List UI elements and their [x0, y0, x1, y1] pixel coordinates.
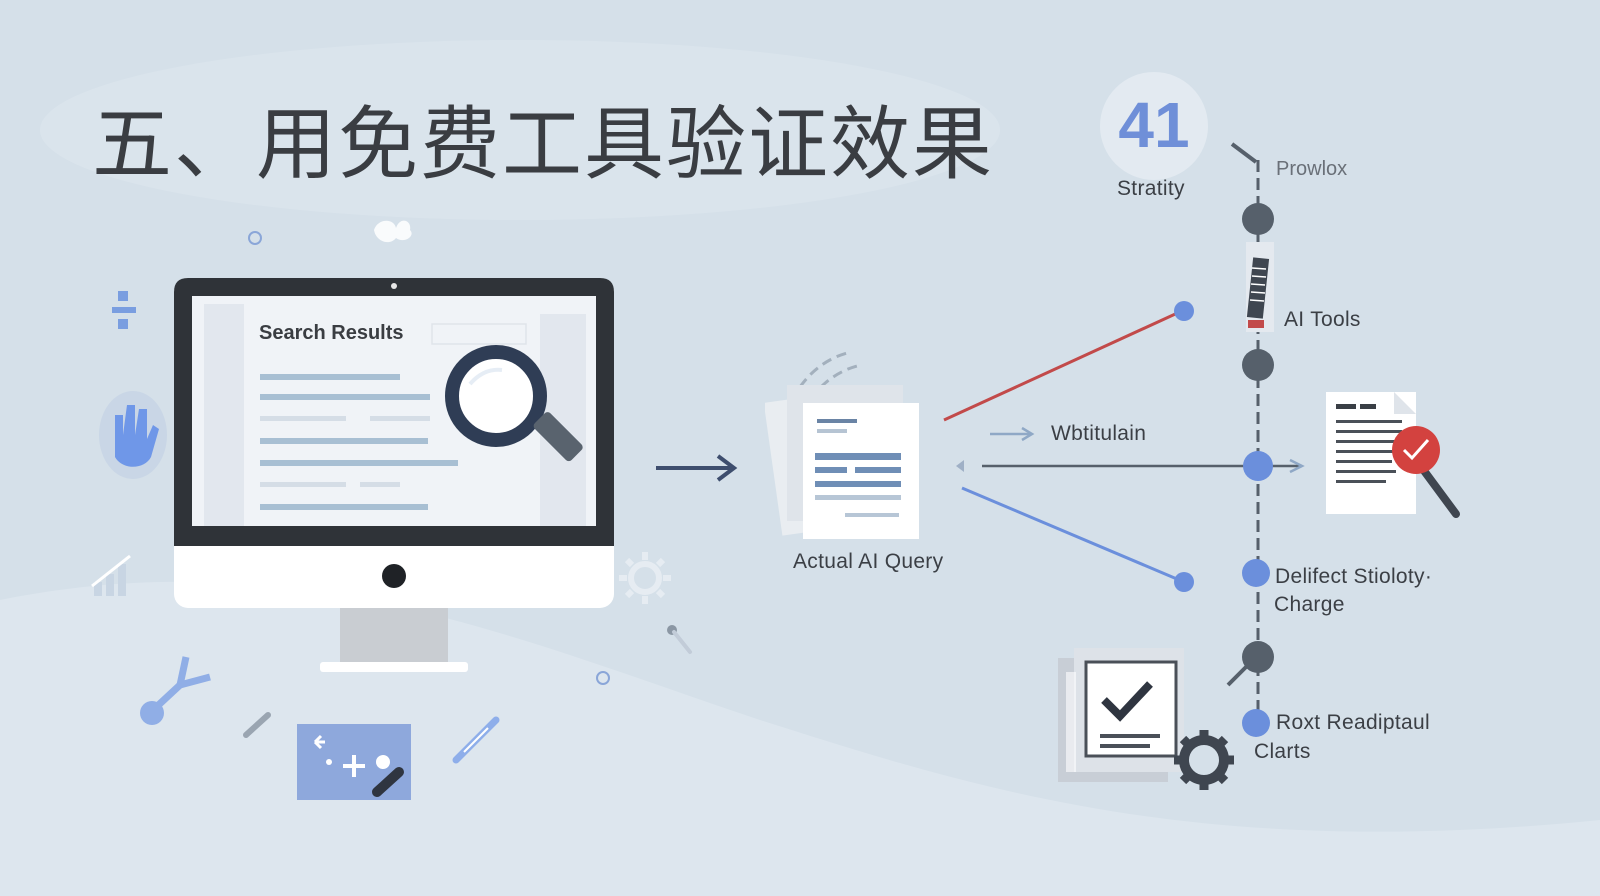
- bar-chart-icon: [91, 554, 131, 596]
- puzzle-icon: [374, 220, 412, 243]
- timeline-step-2-line2: Charge: [1274, 593, 1345, 616]
- timeline-top-label: Prowlox: [1276, 158, 1348, 180]
- divide-icon: [112, 291, 136, 329]
- page-title: 五、用免费工具验证效果: [92, 98, 994, 191]
- monitor-heading: Search Results: [259, 322, 404, 344]
- middle-branch-label: Wbtitulain: [1051, 422, 1147, 445]
- timeline-step-3-line1: Roxt Readiptaul: [1276, 711, 1430, 734]
- plus-card-icon: [297, 724, 411, 800]
- pin-icon: [667, 625, 692, 654]
- circle-dot-icon: [248, 231, 262, 245]
- flow-arrow: [656, 454, 738, 482]
- badge-caption: Stratity: [1117, 177, 1185, 200]
- badge-number: 41: [1118, 89, 1190, 161]
- dropper-icon: [452, 716, 500, 764]
- query-label: Actual AI Query: [793, 550, 944, 573]
- hand-icon: [99, 391, 167, 479]
- molecule-icon: [140, 656, 211, 725]
- small-circle-icon: [596, 671, 610, 685]
- gear-icon: [619, 552, 671, 604]
- number-badge: [1100, 72, 1208, 180]
- document-stack-icon: [765, 351, 919, 539]
- verified-document-icon: [1326, 392, 1460, 518]
- checklist-gear-icon: [1058, 648, 1234, 790]
- timeline-step-2-line1: Delifect Stioloty·: [1275, 565, 1433, 588]
- timeline-step-1: AI Tools: [1284, 308, 1361, 331]
- timeline-step-3-line2: Clarts: [1254, 740, 1311, 763]
- magnifier-icon: [445, 345, 583, 462]
- ai-tools-bar-icon: [1246, 242, 1274, 332]
- pen-icon: [243, 712, 271, 738]
